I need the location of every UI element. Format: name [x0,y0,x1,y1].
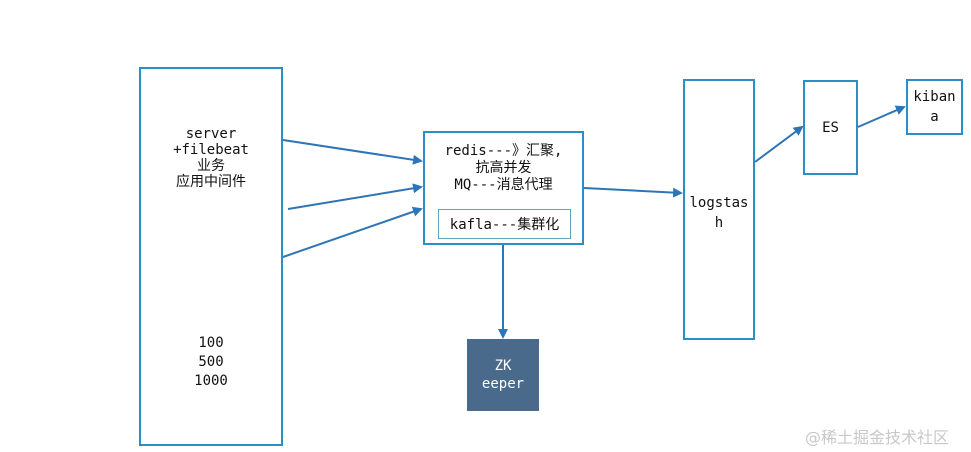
logstash-label: logstas h [683,193,755,233]
arrow-logstash-to-es [754,125,804,163]
zookeeper-label-line-1: ZK [494,358,512,374]
server-label: server +filebeat 业务 应用中间件 [139,126,283,190]
server-label-line-1: server [185,126,237,142]
es-label: ES [822,120,839,136]
arrow-server-to-redis-1 [282,139,423,165]
server-count-3: 1000 [194,373,228,389]
kibana-label-line-1: kiban [913,89,956,105]
server-counts: 100 500 1000 [139,334,283,391]
arrow-es-to-kibana [857,105,906,128]
server-box [139,67,283,446]
watermark: @稀土掘金技术社区 [805,428,950,447]
server-label-line-4: 应用中间件 [176,174,246,190]
server-count-2: 500 [198,354,224,370]
redis-label-line-3: MQ---消息代理 [454,177,553,193]
kafka-box [438,209,571,239]
server-count-1: 100 [198,335,224,351]
redis-label-line-2: 抗高并发 [475,160,532,176]
kibana-label-line-2: a [930,109,939,125]
logstash-label-line-1: logstas [689,195,749,211]
arrow-server-to-redis-3 [282,206,423,258]
kibana-label: kiban a [906,87,963,127]
arrow-redis-to-logstash [583,187,683,198]
kafka-label: kafla---集群化 [449,217,560,233]
logstash-box [683,79,755,340]
kibana-box [906,79,963,135]
zookeeper-label-line-2: eeper [481,376,525,392]
arrow-server-to-redis-2 [287,183,423,210]
logstash-label-line-2: h [714,215,724,231]
server-label-line-3: 业务 [197,158,225,174]
es-box [803,80,858,175]
server-label-line-2: +filebeat [173,142,249,158]
redis-label-line-1: redis---》汇聚, [444,143,563,159]
zookeeper-box: ZK eeper [467,339,539,411]
redis-label: redis---》汇聚, 抗高并发 MQ---消息代理 [423,143,584,194]
